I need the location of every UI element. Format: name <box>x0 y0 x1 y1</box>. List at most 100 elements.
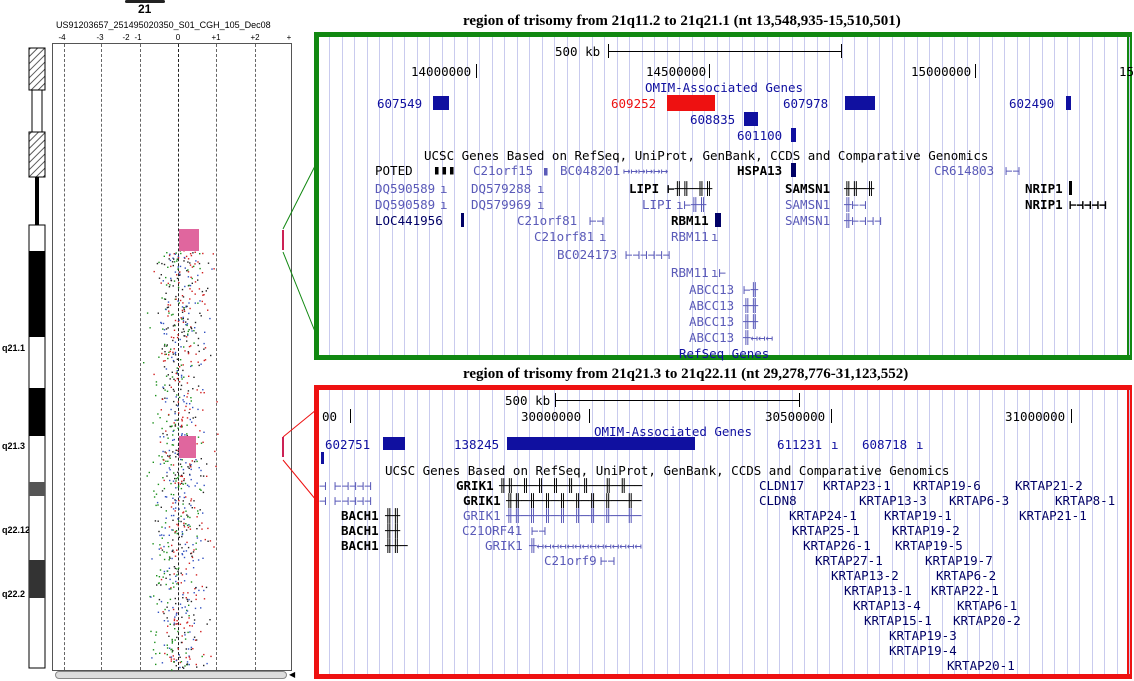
gene-label[interactable]: KRTAP24-1 <box>789 508 857 523</box>
gene-structure: ⊢⊣⊣⊣⊣ <box>1069 197 1107 212</box>
grid-column <box>1016 390 1018 674</box>
grid-column <box>804 37 805 355</box>
scroll-right-arrow-icon[interactable]: ◀ <box>289 670 296 679</box>
omim-gene[interactable]: 608718 <box>862 437 908 452</box>
gene-label[interactable]: C21orf9 <box>544 553 597 568</box>
gene-label[interactable]: KRTAP15-1 <box>864 613 932 628</box>
gene-label[interactable]: KRTAP19-3 <box>889 628 957 643</box>
horizontal-scrollbar[interactable] <box>55 671 287 679</box>
gene-label[interactable]: KRTAP19-4 <box>889 643 957 658</box>
gene-label[interactable]: NRIP1 <box>1025 197 1063 212</box>
gene-label[interactable]: DQ579288 <box>471 181 532 196</box>
gene-label[interactable]: SAMSN1 <box>785 213 831 228</box>
gene-label[interactable]: GRIK1 <box>463 493 501 508</box>
gene-label[interactable]: KRTAP13-2 <box>831 568 899 583</box>
gene-label[interactable]: KRTAP21-2 <box>1015 478 1083 493</box>
grid-line <box>64 44 65 670</box>
gene-label[interactable]: SAMSN1 <box>785 181 831 196</box>
gene-label[interactable]: DQ590589 <box>375 181 436 196</box>
gene-label[interactable]: CLDN8 <box>759 493 797 508</box>
grid-column <box>629 390 630 674</box>
gene-label[interactable]: ABCC13 <box>689 314 735 329</box>
gene-label[interactable]: KRTAP20-1 <box>947 658 1015 673</box>
gene-label[interactable]: C21orf81 <box>517 213 578 228</box>
grid-column <box>979 390 980 674</box>
gene-label[interactable]: KRTAP6-1 <box>957 598 1018 613</box>
gene-label[interactable]: KRTAP19-2 <box>892 523 960 538</box>
gene-label[interactable]: C21orf81 <box>534 229 595 244</box>
gene-label[interactable]: BACH1 <box>341 523 379 538</box>
gene-label[interactable]: DQ579969 <box>471 197 532 212</box>
gene-label[interactable]: KRTAP13-1 <box>844 583 912 598</box>
grid-column <box>1104 390 1105 674</box>
gene-label[interactable]: KRTAP23-1 <box>823 478 891 493</box>
gene-label[interactable]: C21ORF41 <box>462 523 523 538</box>
gene-label[interactable]: BC048201 <box>560 163 621 178</box>
gene-label[interactable]: HSPA13 <box>737 163 783 178</box>
gene-label[interactable]: LIPI <box>642 197 673 212</box>
gene-label[interactable]: KRTAP19-5 <box>895 538 963 553</box>
omim-gene[interactable]: 138245 <box>454 437 500 452</box>
gene-label[interactable]: C21orf15 <box>473 163 534 178</box>
scale-bar <box>555 400 799 401</box>
gene-label[interactable]: KRTAP13-4 <box>853 598 921 613</box>
omim-gene[interactable]: 611231 <box>777 437 823 452</box>
gene-label[interactable]: SAMSN1 <box>785 197 831 212</box>
gene-label[interactable]: GRIK1 <box>485 538 523 553</box>
grid-column <box>504 390 505 674</box>
omim-gene[interactable]: 601100 <box>737 128 783 143</box>
gene-label[interactable]: KRTAP8-1 <box>1055 493 1116 508</box>
omim-gene-block <box>321 452 324 464</box>
gene-label[interactable]: KRTAP20-2 <box>953 613 1021 628</box>
gene-label[interactable]: LIPI <box>629 181 660 196</box>
gene-label[interactable]: ABCC13 <box>689 298 735 313</box>
gene-label[interactable]: GRIK1 <box>456 478 494 493</box>
axis-tick: -1 <box>134 33 142 42</box>
omim-gene-block <box>383 437 405 450</box>
gene-label[interactable]: KRTAP13-3 <box>859 493 927 508</box>
grid-column <box>666 390 668 674</box>
gene-label[interactable]: BC024173 <box>557 247 618 262</box>
grid-column <box>666 37 668 355</box>
scale-end <box>608 44 609 58</box>
gene-label[interactable]: RBM11 <box>671 213 709 228</box>
gene-label[interactable]: KRTAP6-3 <box>949 493 1010 508</box>
omim-gene[interactable]: 602490 <box>1009 96 1055 111</box>
axis-tick: +2 <box>250 33 260 42</box>
gene-label[interactable]: KRTAP21-1 <box>1019 508 1087 523</box>
gene-label[interactable]: RBM11 <box>671 265 709 280</box>
gene-label[interactable]: CLDN17 <box>759 478 805 493</box>
gene-label[interactable]: KRTAP27-1 <box>815 553 883 568</box>
gene-label[interactable]: KRTAP19-7 <box>925 553 993 568</box>
gene-label[interactable]: DQ590589 <box>375 197 436 212</box>
gene-label[interactable]: KRTAP19-1 <box>884 508 952 523</box>
gene-label[interactable]: CR614803 <box>934 163 995 178</box>
grid-column <box>791 390 793 674</box>
axis-tick: 0 <box>175 33 181 42</box>
gene-label[interactable]: BACH1 <box>341 538 379 553</box>
gene-label[interactable]: GRIK1 <box>463 508 501 523</box>
gene-label[interactable]: NRIP1 <box>1025 181 1063 196</box>
omim-gene[interactable]: 602751 <box>325 437 371 452</box>
omim-gene-highlighted[interactable]: 609252 <box>611 96 657 111</box>
grid-column <box>404 390 405 674</box>
gene-label[interactable]: ABCC13 <box>689 282 735 297</box>
gene-label[interactable]: KRTAP19-6 <box>913 478 981 493</box>
omim-gene[interactable]: 607978 <box>783 96 829 111</box>
gene-structure: ⊢⊣ <box>1005 163 1021 178</box>
omim-gene[interactable]: 607549 <box>377 96 423 111</box>
position-tick <box>589 409 590 423</box>
grid-column <box>391 390 393 674</box>
grid-column <box>1054 37 1055 355</box>
gene-label[interactable]: LOC441956 <box>375 213 443 228</box>
gene-label[interactable]: KRTAP25-1 <box>792 523 860 538</box>
grid-column <box>1041 37 1043 355</box>
gene-label[interactable]: KRTAP22-1 <box>931 583 999 598</box>
omim-gene[interactable]: 608835 <box>690 112 736 127</box>
gene-label[interactable]: POTED <box>375 163 413 178</box>
gene-label[interactable]: ABCC13 <box>689 330 735 345</box>
gene-label[interactable]: KRTAP6-2 <box>936 568 997 583</box>
gene-label[interactable]: RBM11 <box>671 229 709 244</box>
gene-label[interactable]: KRTAP26-1 <box>803 538 871 553</box>
gene-label[interactable]: BACH1 <box>341 508 379 523</box>
